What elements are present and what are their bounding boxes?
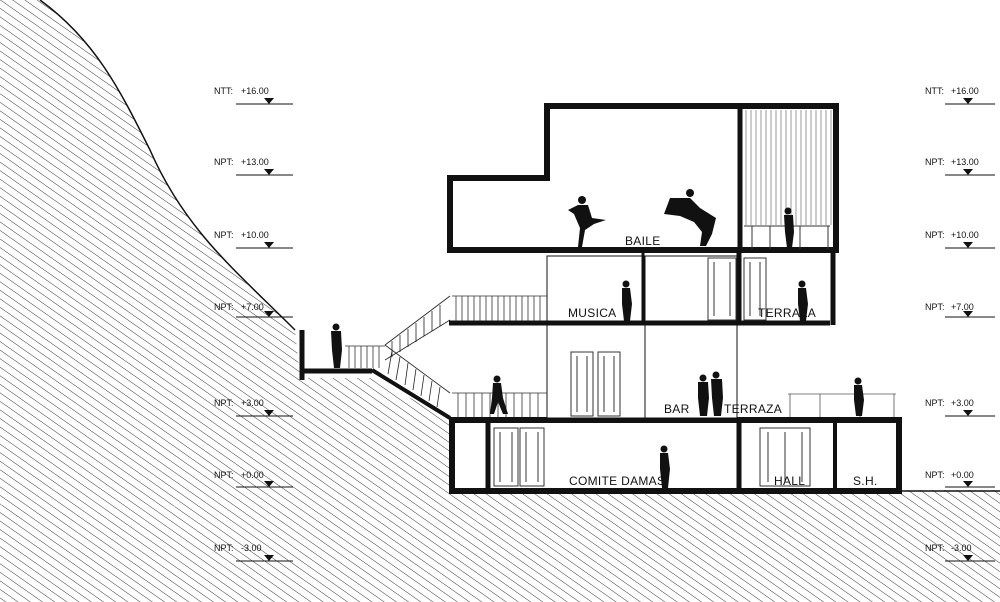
stair-upper [384,295,451,361]
level-prefix-right-2: NPT: [925,230,945,240]
level-value-left-3: +7.00 [241,302,264,312]
level-prefix-right-1: NPT: [925,157,945,167]
level-prefix-right-6: NPT: [925,543,945,553]
level-value-right-4: +3.00 [951,398,974,408]
room-label-sh: S.H. [853,474,878,488]
level-markers-right [945,103,995,562]
level-value-left-1: +13.00 [241,157,269,167]
dancer-figure-2 [664,189,716,246]
person-terraza [798,280,808,321]
level-value-right-1: +13.00 [951,157,979,167]
level-prefix-left-0: NTT: [214,86,233,96]
lower-terrace-railing [788,393,896,417]
level-prefix-right-3: NPT: [925,302,945,312]
level-value-right-5: +0.00 [951,470,974,480]
upper-box-baile [447,103,839,253]
level-prefix-right-4: NPT: [925,398,945,408]
person-entrance [331,323,342,368]
level-prefix-left-3: NPT: [214,302,234,312]
level-prefix-left-5: NPT: [214,470,234,480]
ground-floor-doors [493,427,811,487]
person-upper-terrace [784,207,794,248]
room-label-hall: HALL [774,474,805,488]
person-lower-terrace [854,377,864,416]
room-label-musica: MUSICA [568,306,616,320]
people-silhouettes [331,189,864,488]
level-prefix-right-5: NPT: [925,470,945,480]
terrain-outline [39,0,296,331]
ground-floor-box [449,417,902,494]
room-label-baile: BAILE [625,234,661,248]
level-value-right-6: -3.00 [951,543,972,553]
level-value-right-2: +10.00 [951,230,979,240]
level-value-left-6: -3.00 [241,543,262,553]
level-value-left-4: +3.00 [241,398,264,408]
level-value-left-2: +10.00 [241,230,269,240]
room-label-bar: BAR [664,402,690,416]
level-triangles-left [264,98,274,561]
room-label-terraza-lower: TERRAZA [724,402,782,416]
dancer-figure-1 [568,196,606,247]
level-prefix-right-0: NTT: [925,86,944,96]
level-triangles-right [963,98,973,561]
level-prefix-left-2: NPT: [214,230,234,240]
room-label-comite-damas: COMITE DAMAS [569,474,665,488]
person-comite [660,445,670,488]
landing-railing [345,345,385,368]
entrance-landing [299,330,372,380]
person-walking [490,375,508,414]
stair-stringer [370,368,452,420]
level-markers-left [236,103,293,562]
bar-doors [570,351,621,417]
room-label-terraza-upper: TERRAZA [758,306,816,320]
level-prefix-left-4: NPT: [214,398,234,408]
couple-bar [698,371,723,416]
person-musica [622,280,632,321]
level-value-right-3: +7.00 [951,302,974,312]
terrace-doors [707,257,767,321]
level-prefix-left-1: NPT: [214,157,234,167]
musica-railing [452,295,547,321]
level-value-left-0: +16.00 [241,86,269,96]
level-value-left-5: +0.00 [241,470,264,480]
level-value-right-0: +16.00 [951,86,979,96]
upper-terrace-screen [745,110,832,225]
level-prefix-left-6: NPT: [214,543,234,553]
